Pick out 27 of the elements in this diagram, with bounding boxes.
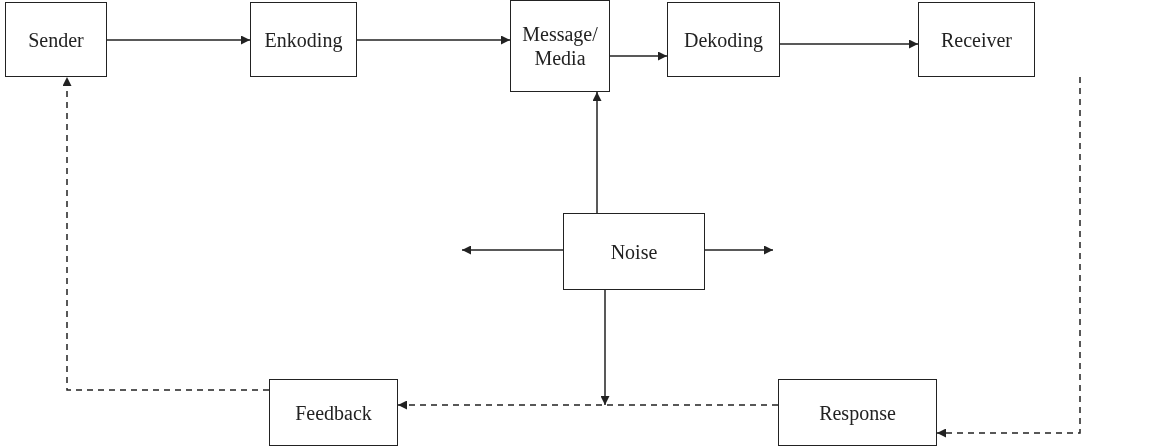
arrow xyxy=(106,35,251,45)
dashed-arrow xyxy=(62,76,270,391)
dashed-arrow xyxy=(936,76,1081,438)
process-box xyxy=(510,0,610,92)
arrow xyxy=(461,245,564,255)
process-box xyxy=(269,379,398,446)
arrow xyxy=(704,245,774,255)
process-box xyxy=(918,2,1035,77)
box-label: Dekoding xyxy=(684,27,763,52)
process-box xyxy=(778,379,937,446)
box-label: Message/ Media xyxy=(521,22,599,70)
process-box xyxy=(250,2,357,77)
box-label: Receiver xyxy=(940,27,1013,52)
arrow xyxy=(779,39,919,49)
arrow xyxy=(592,91,602,214)
arrow xyxy=(356,35,511,45)
process-box xyxy=(5,2,107,77)
arrow xyxy=(600,289,610,406)
process-box xyxy=(563,213,705,290)
arrow xyxy=(609,51,668,61)
box-label: Feedback xyxy=(295,400,372,425)
dashed-arrow xyxy=(397,400,779,410)
box-label: Noise xyxy=(610,239,658,264)
box-label: Enkoding xyxy=(264,27,343,52)
process-box xyxy=(667,2,780,77)
box-label: Response xyxy=(819,400,896,425)
box-label: Sender xyxy=(28,27,84,52)
